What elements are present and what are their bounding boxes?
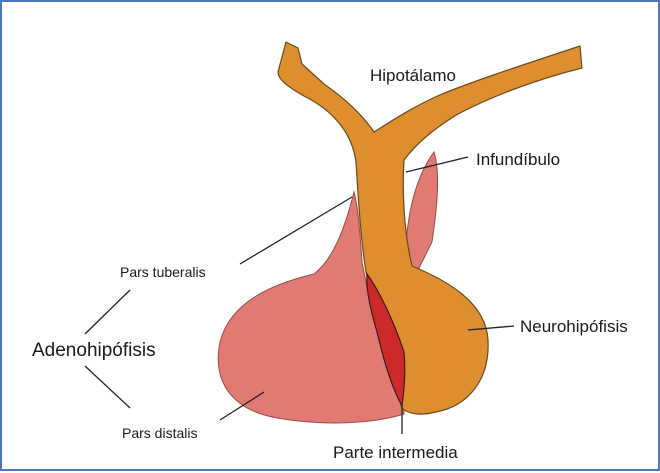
label-neurohypophysis: Neurohipófisis [520,317,628,336]
label-hypothalamus: Hipotálamo [370,66,456,85]
label-pars-tuberalis: Pars tuberalis [120,264,206,280]
label-pars-intermedia: Parte intermedia [333,443,458,462]
leader-adeno-to-tuberalis [85,290,130,334]
label-pars-distalis: Pars distalis [122,425,197,441]
label-infundibulum: Infundíbulo [476,150,560,169]
leader-adeno-to-distalis [85,366,130,408]
label-adenohypophysis: Adenohipófisis [32,340,156,361]
